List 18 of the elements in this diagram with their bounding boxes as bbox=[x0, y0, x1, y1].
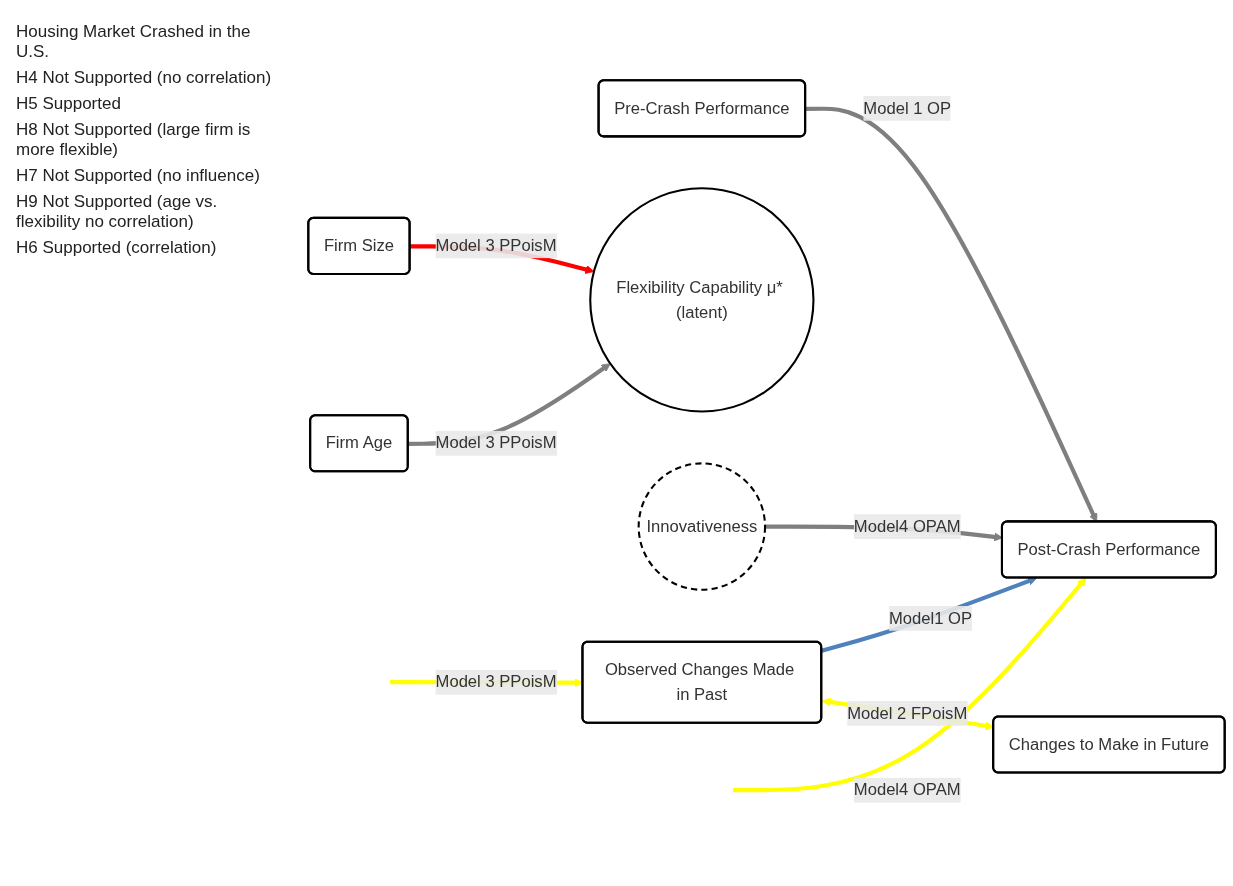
edge-label: Model 3 PPoisM bbox=[435, 433, 557, 452]
note-text: Housing Market Crashed in the U.S. bbox=[16, 22, 252, 62]
arrow bbox=[733, 577, 1087, 793]
edge-label: Model 3 PPoisM bbox=[435, 672, 557, 691]
note-text: H8 Not Supported (large firm is more flexible) bbox=[16, 120, 252, 160]
note-text: H4 Not Supported (no correlation) bbox=[16, 68, 273, 88]
edge-label: Model 1 OP bbox=[863, 98, 952, 117]
note-text: H9 Not Supported (age vs. flexibility no correlation) bbox=[16, 192, 219, 232]
edge-label: Model4 OPAM bbox=[853, 517, 961, 535]
edge-label: Model 2 FPoisM bbox=[847, 703, 968, 722]
note-text: H7 Not Supported (no influence) bbox=[16, 166, 261, 186]
note-text: H5 Supported bbox=[16, 94, 122, 114]
edge-label: Model4 OPAM bbox=[853, 780, 961, 799]
node-circle: Innovativeness bbox=[637, 462, 767, 591]
edge-label: Model1 OP bbox=[889, 608, 973, 627]
note-text: H6 Supported (correlation) bbox=[16, 238, 218, 258]
edge-label: Model 3 PPoisM bbox=[435, 236, 557, 255]
node-circle: Flexibility Capability μ* (latent) bbox=[589, 187, 815, 413]
